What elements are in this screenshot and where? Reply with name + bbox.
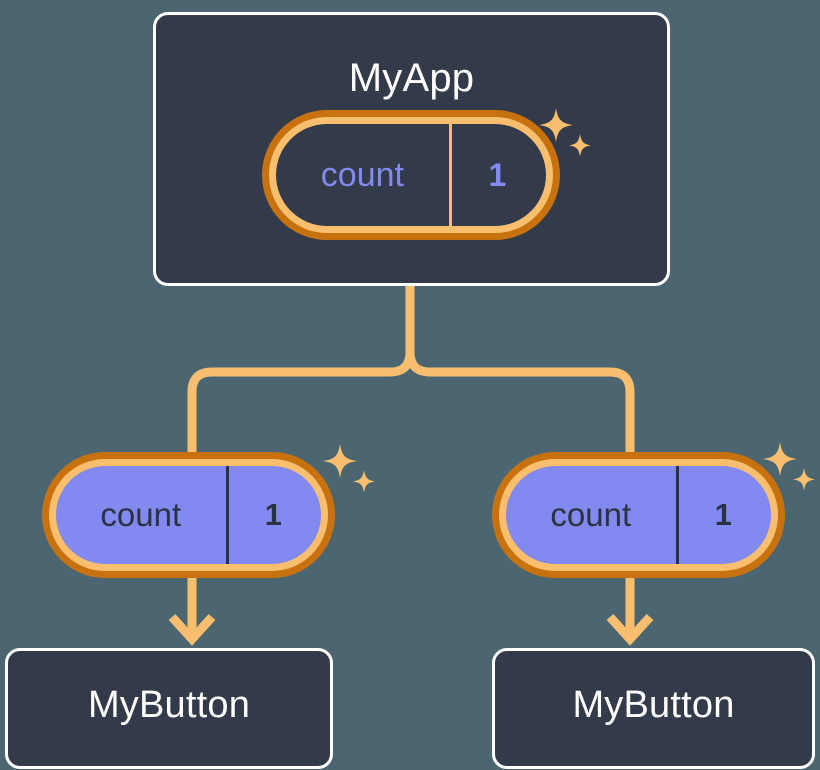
state-pill-divider — [675, 466, 679, 564]
state-pill-inner-ring: count 1 — [49, 459, 328, 571]
state-pill-divider — [225, 466, 229, 564]
state-pill-value: 1 — [488, 156, 507, 193]
state-pill-body: count 1 — [276, 124, 546, 226]
state-pill-value: 1 — [264, 497, 282, 532]
page-title: MyApp — [348, 56, 475, 100]
state-pill-body: count 1 — [506, 466, 771, 564]
state-pill-key: count — [320, 155, 404, 194]
arrow-head-left — [168, 613, 216, 646]
state-pill-left[interactable]: count 1 — [42, 452, 335, 578]
component-card-label: MyButton — [572, 684, 735, 726]
state-pill-inner-ring: count 1 — [269, 117, 553, 233]
component-card-mybutton-left[interactable]: MyButton — [5, 648, 333, 769]
state-pill-value: 1 — [714, 497, 732, 532]
state-pill-myapp[interactable]: count 1 — [262, 110, 560, 240]
state-pill-key: count — [100, 496, 182, 533]
state-pill-body: count 1 — [56, 466, 321, 564]
state-pill-divider — [448, 124, 452, 226]
state-pill-right[interactable]: count 1 — [492, 452, 785, 578]
component-card-label: MyButton — [87, 684, 251, 726]
component-card-mybutton-right[interactable]: MyButton — [492, 648, 815, 769]
state-pill-key: count — [550, 496, 632, 533]
arrow-head-right — [606, 613, 654, 646]
state-pill-inner-ring: count 1 — [499, 459, 778, 571]
connector-branch-right — [405, 351, 635, 470]
